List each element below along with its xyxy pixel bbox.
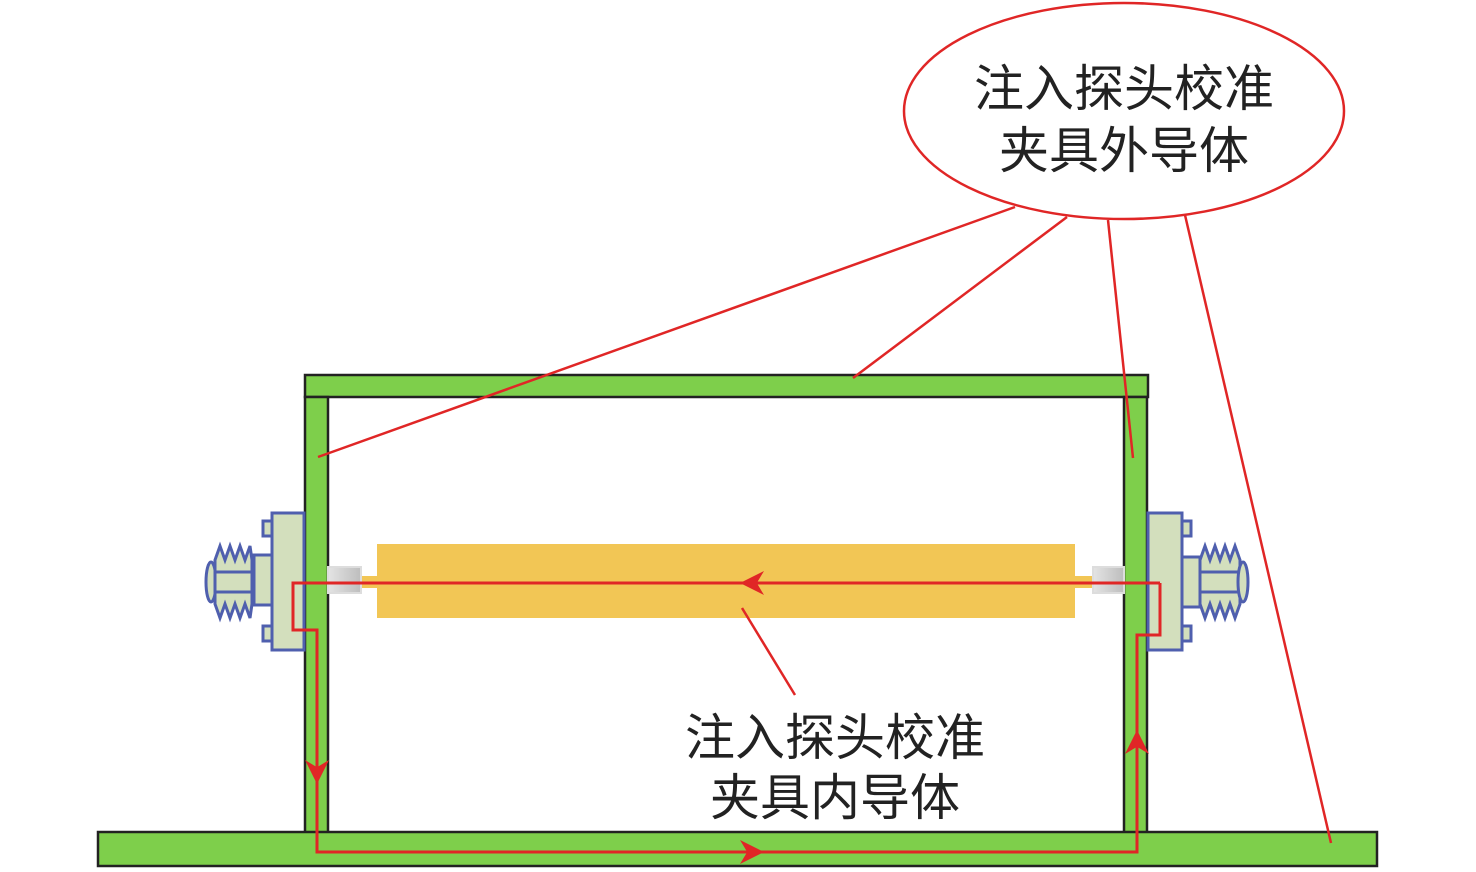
inner-label-line1: 注入探头校准 [685, 709, 985, 767]
right-connector [1146, 511, 1250, 652]
current-path [291, 571, 1162, 864]
outer-label-line2: 夹具外导体 [999, 122, 1249, 180]
inner-leader-line [740, 607, 797, 696]
outer-conductor [96, 373, 1379, 868]
inner-rod [377, 544, 1075, 618]
top-plate [303, 373, 1150, 399]
base-plate [96, 830, 1379, 868]
inner-conductor [327, 544, 1125, 618]
left-connector [204, 511, 306, 652]
outer-callout [317, 1, 1346, 844]
plug-right [1092, 566, 1125, 594]
outer-label-line1: 注入探头校准 [974, 60, 1274, 118]
inner-label-line2: 夹具内导体 [710, 769, 960, 827]
plug-left [327, 566, 362, 594]
